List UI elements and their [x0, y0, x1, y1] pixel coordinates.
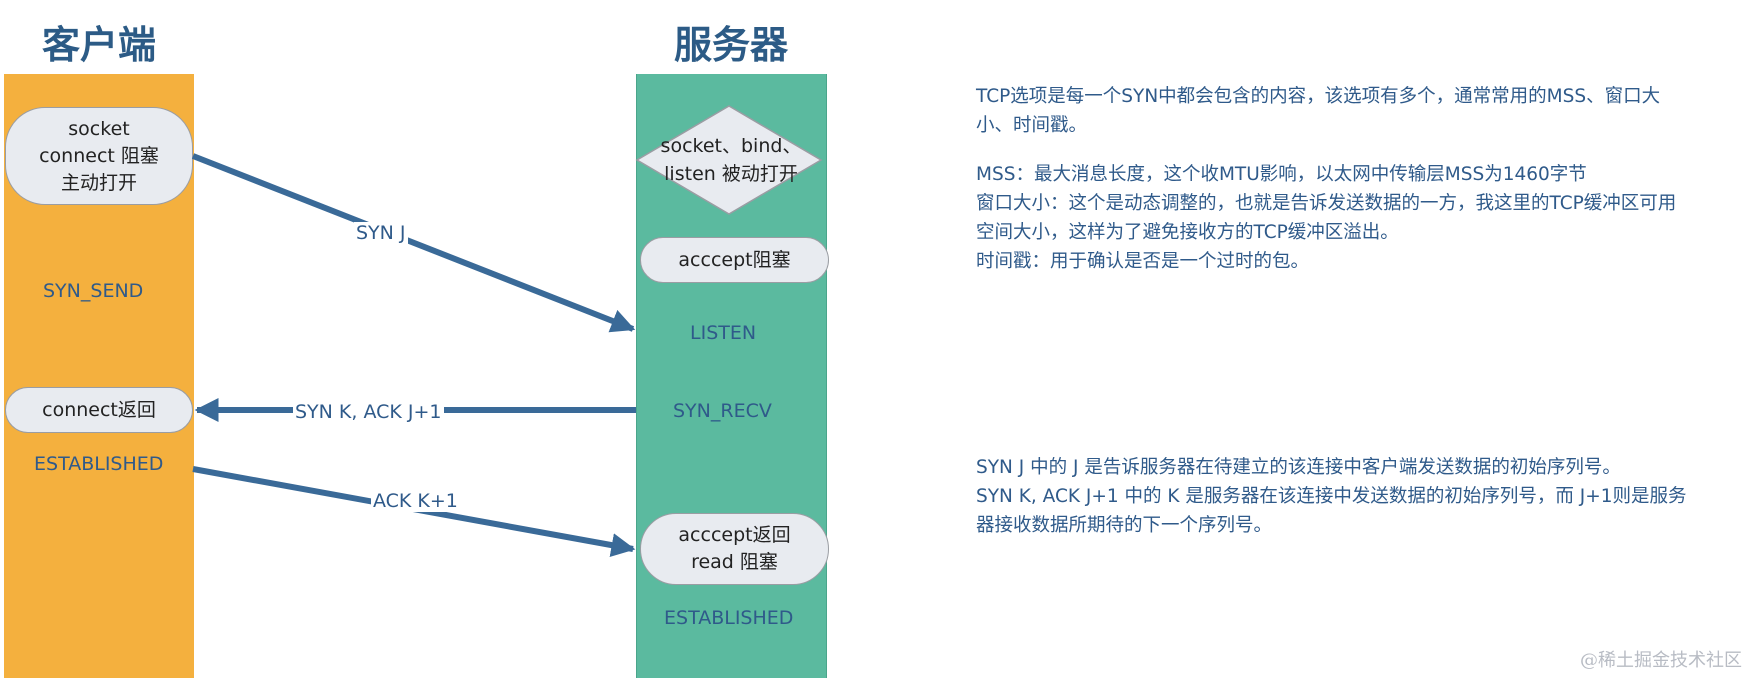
arrow-syn-j	[191, 153, 636, 333]
note3-line3: 器接收数据所期待的下一个序列号。	[976, 515, 1273, 536]
server-node2-label: acccept阻塞	[678, 248, 791, 271]
note2-line3: 空间大小，这样为了避免接收方的TCP缓冲区溢出。	[976, 222, 1399, 243]
client-socket-connect-node: socket connect 阻塞 主动打开	[5, 107, 193, 205]
server-node3-line2: read 阻塞	[691, 551, 778, 573]
note2-line4: 时间戳：用于确认是否是一个过时的包。	[976, 251, 1310, 272]
note1-line2: 小、时间戳。	[976, 115, 1088, 136]
client-node1-line3: 主动打开	[60, 171, 137, 194]
note-mss-window-timestamp: MSS：最大消息长度，这个收MTU影响，以太网中传输层MSS为1460字节 窗口…	[976, 160, 1676, 276]
server-node1-line2: listen 被动打开	[664, 163, 798, 185]
note1-line1: TCP选项是每一个SYN中都会包含的内容，该选项有多个，通常常用的MSS、窗口大	[976, 86, 1661, 107]
client-header: 客户端	[41, 23, 156, 67]
arrow-label-syn-k-ack: SYN K, ACK J+1	[293, 401, 444, 423]
note-tcp-options: TCP选项是每一个SYN中都会包含的内容，该选项有多个，通常常用的MSS、窗口大…	[976, 82, 1660, 140]
client-node1-line2: connect 阻塞	[39, 144, 159, 167]
client-state-established: ESTABLISHED	[34, 453, 164, 475]
server-state-established: ESTABLISHED	[664, 607, 794, 629]
note3-line1: SYN J 中的 J 是告诉服务器在待建立的该连接中客户端发送数据的初始序列号。	[976, 457, 1621, 478]
client-connect-return-node: connect返回	[5, 387, 193, 433]
server-state-listen: LISTEN	[690, 322, 757, 344]
note3-line2: SYN K, ACK J+1 中的 K 是服务器在该连接中发送数据的初始序列号，…	[976, 486, 1687, 507]
client-state-syn-send: SYN_SEND	[43, 280, 144, 302]
server-node1-text: socket、bind、 listen 被动打开	[636, 132, 826, 188]
server-accept-block-node: acccept阻塞	[640, 237, 829, 283]
arrow-label-syn-j: SYN J	[354, 222, 408, 244]
note2-line1: MSS：最大消息长度，这个收MTU影响，以太网中传输层MSS为1460字节	[976, 164, 1587, 185]
note-sequence-numbers: SYN J 中的 J 是告诉服务器在待建立的该连接中客户端发送数据的初始序列号。…	[976, 453, 1687, 540]
diamond-shape	[635, 105, 823, 215]
server-state-syn-recv: SYN_RECV	[673, 400, 772, 422]
watermark: @稀土掘金技术社区	[1580, 650, 1742, 671]
server-accept-return-node: acccept返回 read 阻塞	[640, 513, 829, 585]
server-header: 服务器	[673, 23, 788, 67]
server-node3-line1: acccept返回	[678, 524, 791, 546]
client-node2-label: connect返回	[42, 398, 156, 421]
client-node1-line1: socket	[68, 117, 130, 140]
note2-line2: 窗口大小：这个是动态调整的，也就是告诉发送数据的一方，我这里的TCP缓冲区可用	[976, 193, 1677, 214]
server-socket-bind-diamond	[635, 105, 823, 215]
server-node1-line1: socket、bind、	[660, 135, 802, 157]
arrow-label-ack-k: ACK K+1	[371, 490, 460, 512]
